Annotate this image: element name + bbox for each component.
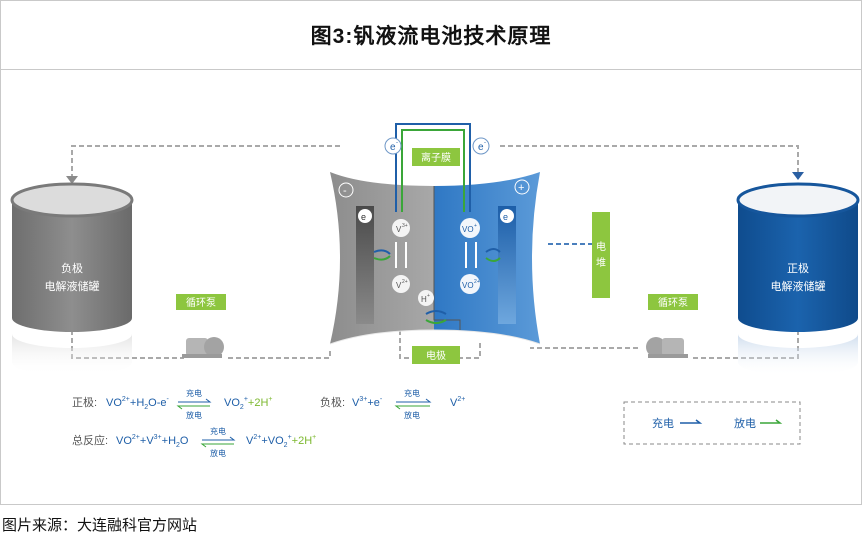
plus-sign: + — [514, 179, 530, 195]
ion-h: H + — [418, 290, 434, 306]
neg-tank-label-2: 电解液储罐 — [45, 279, 100, 293]
svg-text:e: e — [503, 212, 508, 222]
pump-left-icon — [182, 337, 224, 358]
svg-text:3+: 3+ — [402, 223, 408, 229]
minus-sign: - — [338, 182, 354, 198]
svg-text:正极:: 正极: — [72, 395, 97, 409]
svg-text:e: e — [390, 142, 396, 153]
svg-text:循环泵: 循环泵 — [186, 296, 216, 309]
electrode-label: 电极 — [412, 346, 460, 364]
svg-text:离子膜: 离子膜 — [421, 151, 451, 164]
svg-text:堆: 堆 — [596, 257, 606, 269]
stack-label: 电 堆 — [592, 212, 610, 298]
svg-text:e: e — [361, 212, 366, 222]
pipe-arrow-right — [792, 172, 804, 180]
svg-text:循环泵: 循环泵 — [658, 296, 688, 309]
legend-charge-label: 充电 — [652, 416, 674, 430]
neg-tank-label-1: 负极 — [61, 261, 83, 275]
svg-text:充电: 充电 — [404, 388, 420, 398]
svg-text:V: V — [396, 225, 402, 234]
electron-badge-pos-electrode: e — [500, 209, 514, 223]
svg-text:+: + — [427, 293, 430, 299]
svg-text:V2++VO2++2H+: V2++VO2++2H+ — [246, 434, 316, 449]
ion-vo2pp: VO 2+ — [460, 274, 480, 294]
pump-right-icon — [646, 337, 688, 358]
electron-badge-left: e - — [384, 137, 402, 155]
svg-text:2+: 2+ — [474, 279, 480, 285]
ion-v2: V 2+ — [392, 275, 410, 293]
svg-text:VO: VO — [462, 281, 474, 290]
svg-text:充电: 充电 — [210, 426, 226, 436]
svg-text:VO2++H2O-e-: VO2++H2O-e- — [106, 396, 170, 411]
svg-text:总反应:: 总反应: — [72, 433, 108, 447]
svg-text:+: + — [518, 182, 524, 194]
external-circuit — [395, 123, 471, 330]
svg-text:H: H — [421, 295, 427, 304]
legend-discharge-arrow — [760, 419, 783, 424]
svg-text:充电: 充电 — [186, 388, 202, 398]
pipe-arrow-left — [66, 176, 78, 184]
cell-reaction-arrows — [373, 242, 501, 324]
svg-text:V3++e-: V3++e- — [352, 396, 383, 409]
svg-text:VO2++2H+: VO2++2H+ — [224, 396, 273, 411]
svg-text:放电: 放电 — [210, 448, 226, 458]
svg-text:-: - — [396, 140, 398, 146]
svg-text:电极: 电极 — [426, 349, 446, 362]
svg-text:放电: 放电 — [186, 410, 202, 420]
svg-text:电: 电 — [596, 240, 606, 253]
ion-vo2p: VO + — [460, 218, 480, 238]
svg-text:-: - — [484, 140, 486, 146]
legend-charge-arrow — [680, 419, 703, 424]
membrane-label: 离子膜 — [412, 148, 460, 166]
pos-tank-label-2: 电解液储罐 — [771, 279, 826, 293]
circulation-pipes — [71, 145, 799, 359]
negative-electrode — [356, 206, 374, 324]
svg-text:V: V — [396, 281, 402, 290]
svg-text:+: + — [474, 223, 477, 229]
positive-tank — [736, 182, 860, 376]
legend: 充电 放电 — [623, 401, 801, 445]
figure-source: 图片来源：大连融科官方网站 — [2, 517, 198, 534]
svg-text:2+: 2+ — [402, 279, 408, 285]
negative-tank — [10, 182, 134, 376]
svg-text:放电: 放电 — [404, 410, 420, 420]
pump-left-label: 循环泵 — [176, 294, 226, 310]
electron-badge-neg-electrode: e — [358, 209, 372, 223]
svg-text:V2+: V2+ — [450, 396, 465, 409]
pump-right-label: 循环泵 — [648, 294, 698, 310]
svg-text:VO: VO — [462, 225, 474, 234]
vanadium-flow-battery-diagram: e - e - e e - + V 3+ V 2+ VO + VO — [10, 123, 860, 458]
ion-v3: V 3+ — [392, 219, 410, 237]
title-bar: 图3:钒液流电池技术原理 — [0, 0, 862, 70]
svg-text:-: - — [343, 185, 347, 197]
electron-badge-right: e - — [472, 137, 490, 155]
svg-text:e: e — [478, 142, 484, 153]
figure-title: 图3:钒液流电池技术原理 — [310, 24, 552, 48]
positive-electrode — [498, 206, 516, 324]
figure-frame — [0, 0, 862, 505]
equations: 正极: VO2++H2O-e- 充电 放电 VO2++2H+ 负极: V3++e… — [72, 388, 465, 458]
legend-discharge-label: 放电 — [734, 416, 756, 430]
svg-text:VO2++V3++H2O: VO2++V3++H2O — [116, 434, 189, 449]
svg-text:负极:: 负极: — [320, 395, 345, 409]
pos-tank-label-1: 正极 — [787, 261, 809, 275]
